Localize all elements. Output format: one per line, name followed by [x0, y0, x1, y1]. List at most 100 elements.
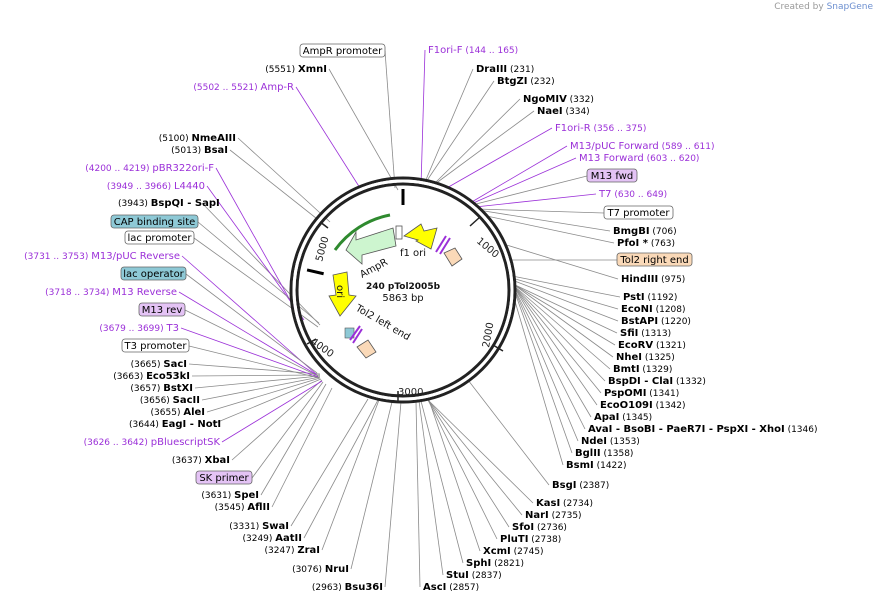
svg-text:(3943) BspQI - SapI: (3943) BspQI - SapI: [118, 198, 220, 209]
primer-label-m13pucforward: M13/pUC Forward (589 .. 611): [570, 141, 714, 152]
site-label-sphi: SphI (2821): [466, 558, 524, 569]
site-label-nmeaiii: (5100) NmeAIII: [159, 133, 236, 144]
svg-text:BtgZI (232): BtgZI (232): [497, 76, 555, 87]
leader-line: [303, 399, 379, 539]
svg-text:KasI (2734): KasI (2734): [536, 498, 593, 509]
site-label-bstapi: BstAPI (1220): [621, 316, 691, 327]
tol2-right-feature: [443, 247, 463, 267]
leader-line: [470, 157, 577, 205]
leader-line: [512, 284, 602, 394]
leader-line: [420, 400, 464, 564]
site-label-saci: (3665) SacI: [131, 359, 187, 370]
leader-line: [418, 400, 444, 576]
leader-lines: [178, 49, 621, 588]
leader-line: [201, 376, 321, 401]
site-label-apai: ApaI (1345): [594, 412, 652, 423]
svg-text:BsmI (1422): BsmI (1422): [566, 460, 627, 471]
svg-text:M13 Forward (603 .. 620): M13 Forward (603 .. 620): [579, 153, 699, 164]
leader-line: [215, 167, 301, 319]
site-label-sfoi: SfoI (2736): [512, 522, 567, 533]
svg-text:(5502 .. 5521) Amp-R: (5502 .. 5521) Amp-R: [193, 82, 294, 93]
svg-text:AscI (2857): AscI (2857): [423, 582, 479, 593]
site-label-avai: AvaI - BsoBI - PaeR7I - PspXI - XhoI (13…: [588, 424, 818, 435]
amp-promoter-box: [395, 225, 403, 240]
leader-line: [188, 363, 321, 375]
svg-text:(5551) XmnI: (5551) XmnI: [265, 64, 327, 75]
site-label-nari: NarI (2735): [525, 510, 582, 521]
svg-text:(3331) SwaI: (3331) SwaI: [229, 521, 289, 532]
leader-line: [420, 49, 426, 187]
primer-label-ampr: (5502 .. 5521) Amp-R: [193, 82, 294, 93]
svg-text:EcoO109I (1342): EcoO109I (1342): [600, 400, 686, 411]
site-label-bmti: BmtI (1329): [613, 364, 672, 375]
feature-box-lacpromoter: lac promoter: [124, 230, 195, 245]
svg-text:(3631) SpeI: (3631) SpeI: [201, 490, 259, 501]
leader-line: [194, 375, 321, 389]
leader-line: [180, 327, 319, 378]
leader-line: [231, 379, 323, 461]
backbone: [289, 176, 517, 404]
site-label-nrui: (3076) NruI: [292, 564, 349, 575]
svg-text:(3949 .. 3966) L4440: (3949 .. 3966) L4440: [107, 181, 205, 192]
svg-text:T7 promoter: T7 promoter: [606, 208, 670, 219]
leader-line: [512, 284, 606, 382]
feature-box-m13rev: M13 rev: [138, 302, 186, 317]
svg-text:BsgI (2387): BsgI (2387): [552, 480, 609, 491]
site-label-ecorv: EcoRV (1321): [618, 340, 686, 351]
snapgene-credit: Created by SnapGene: [774, 2, 873, 12]
leader-line: [415, 401, 421, 588]
leader-line: [184, 309, 319, 377]
svg-text:SK primer: SK primer: [199, 473, 249, 484]
leader-line: [512, 286, 573, 454]
svg-text:lac promoter: lac promoter: [128, 233, 193, 244]
svg-text:M13 fwd: M13 fwd: [591, 171, 633, 182]
leader-line: [474, 193, 597, 208]
svg-text:M13 rev: M13 rev: [142, 305, 183, 316]
leader-line: [512, 284, 598, 406]
leader-line: [206, 185, 305, 321]
leader-line: [212, 378, 322, 425]
leader-line: [427, 399, 498, 540]
site-label-pspomi: PspOMI (1341): [604, 388, 679, 399]
leader-line: [471, 175, 588, 206]
primer-label-t3: (3679 .. 3699) T3: [99, 323, 179, 334]
leader-line: [185, 273, 318, 374]
primer-label-m13forward: M13 Forward (603 .. 620): [579, 153, 699, 164]
site-label-eagi: (3644) EagI - NotI: [129, 419, 221, 430]
leader-line: [188, 345, 320, 379]
svg-text:NgoMIV (332): NgoMIV (332): [523, 94, 594, 105]
leader-line: [511, 275, 621, 298]
svg-text:T7 (630 .. 649): T7 (630 .. 649): [598, 189, 667, 200]
site-label-xmni: (5551) XmnI: [265, 64, 327, 75]
svg-text:F1ori-F (144 .. 165): F1ori-F (144 .. 165): [428, 45, 518, 56]
site-label-sacii: (3656) SacII: [140, 395, 200, 406]
svg-text:(3644) EagI - NotI: (3644) EagI - NotI: [129, 419, 221, 430]
site-label-btgzi: BtgZI (232): [497, 76, 555, 87]
feature-box-skprimer: SK primer: [195, 470, 253, 485]
site-label-bsu36i: (2963) Bsu36I: [312, 582, 383, 593]
ampr-primer-arc: [333, 213, 391, 251]
site-label-nhei: NheI (1325): [616, 352, 675, 363]
leader-line: [260, 383, 327, 496]
svg-text:BspDI - ClaI (1332): BspDI - ClaI (1332): [608, 376, 706, 387]
svg-text:BmgBI (706): BmgBI (706): [613, 226, 677, 237]
leader-line: [512, 283, 616, 346]
site-label-hindiii: HindIII (975): [621, 274, 685, 285]
leader-line: [425, 80, 495, 183]
leader-line: [499, 242, 619, 280]
f1-ori-label: f1 ori: [400, 248, 426, 259]
site-label-ecoo109i: EcoO109I (1342): [600, 400, 686, 411]
leader-line: [427, 399, 523, 516]
leader-line: [424, 68, 474, 183]
leader-line: [512, 285, 579, 442]
leader-line: [206, 377, 321, 413]
leader-line: [197, 221, 320, 324]
leader-line: [512, 283, 618, 334]
svg-text:(3249) AatII: (3249) AatII: [242, 533, 302, 544]
svg-text:(3637) XbaI: (3637) XbaI: [172, 455, 230, 466]
site-label-pfoi: PfoI * (763): [617, 238, 675, 249]
svg-text:HindIII (975): HindIII (975): [621, 274, 685, 285]
feature-box-capbindingsite: CAP binding site: [110, 214, 199, 229]
leader-line: [476, 208, 605, 214]
